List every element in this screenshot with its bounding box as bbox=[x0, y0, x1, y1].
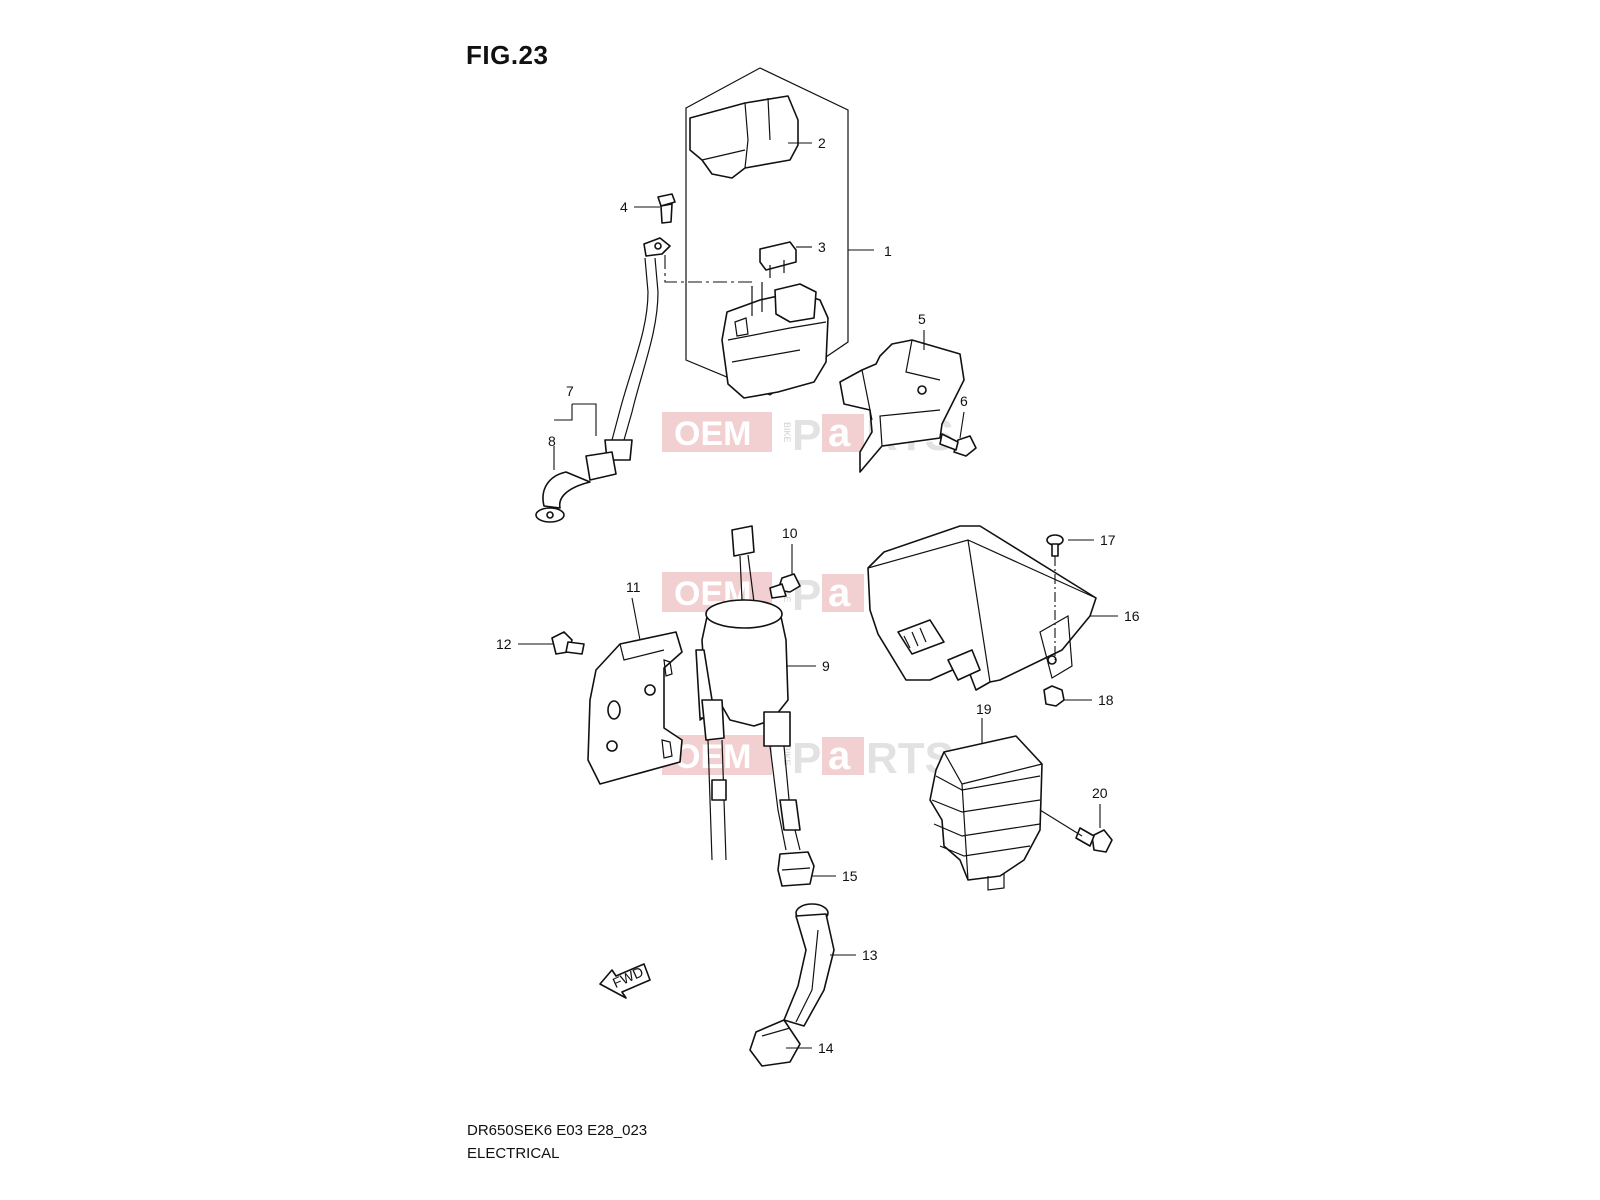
callout-16: 16 bbox=[1124, 608, 1140, 624]
watermark-oem: OEM bbox=[674, 415, 751, 453]
relay-cover bbox=[689, 95, 799, 179]
callout-4: 4 bbox=[620, 199, 628, 215]
boot-cap bbox=[749, 1019, 801, 1067]
bolt-10 bbox=[769, 573, 801, 599]
nut-18 bbox=[1043, 685, 1065, 707]
callout-5: 5 bbox=[918, 311, 926, 327]
fuse bbox=[759, 241, 797, 278]
watermark-bike: BIKE bbox=[782, 745, 792, 766]
watermark-p: P bbox=[792, 411, 821, 460]
callout-6: 6 bbox=[960, 393, 968, 409]
watermark-a: a bbox=[828, 571, 851, 615]
relay-bracket bbox=[839, 339, 965, 473]
watermark-p: P bbox=[792, 734, 821, 783]
callout-2: 2 bbox=[818, 135, 826, 151]
callout-8: 8 bbox=[548, 433, 556, 449]
callout-15: 15 bbox=[842, 868, 858, 884]
coil-bracket bbox=[587, 631, 683, 785]
callout-11: 11 bbox=[626, 579, 641, 595]
watermark-a: a bbox=[828, 734, 851, 778]
callout-7: 7 bbox=[566, 383, 574, 399]
callout-17: 17 bbox=[1100, 532, 1116, 548]
spark-plug-boot bbox=[783, 903, 835, 1027]
fwd-arrow-icon: FWD bbox=[599, 963, 651, 999]
cdi-unit bbox=[867, 525, 1097, 691]
callout-3: 3 bbox=[818, 239, 826, 255]
callout-1: 1 bbox=[884, 243, 892, 259]
cable-to-relay-line bbox=[664, 255, 753, 292]
watermark-oem: OEM bbox=[674, 738, 751, 776]
ignition-coil bbox=[695, 525, 801, 861]
callout-labels: 1 2 3 4 5 6 7 8 9 10 11 12 13 14 15 16 1… bbox=[496, 135, 1140, 1056]
leader-lines bbox=[518, 142, 1118, 1049]
regulator-rectifier bbox=[929, 735, 1043, 891]
bolt-4 bbox=[657, 193, 676, 224]
relay-assembly-outline bbox=[685, 67, 849, 396]
callout-10: 10 bbox=[782, 525, 798, 541]
callout-13: 13 bbox=[862, 947, 878, 963]
starter-relay bbox=[721, 282, 829, 399]
plug-cap bbox=[777, 851, 815, 887]
callout-18: 18 bbox=[1098, 692, 1114, 708]
figure-title: FIG.23 bbox=[466, 40, 549, 70]
watermark-bottom: OEM BIKE P a RTS bbox=[662, 734, 954, 783]
bolt-20 bbox=[1075, 827, 1113, 853]
battery-cable bbox=[535, 237, 671, 523]
watermark-bike: BIKE bbox=[782, 422, 792, 443]
figure-code: DR650SEK6 E03 E28_023 bbox=[467, 1122, 648, 1139]
callout-20: 20 bbox=[1092, 785, 1108, 801]
callout-9: 9 bbox=[822, 658, 830, 674]
callout-12: 12 bbox=[496, 636, 512, 652]
bolt-6 bbox=[939, 433, 977, 457]
figure-name: ELECTRICAL bbox=[467, 1145, 560, 1162]
screw-17 bbox=[1046, 534, 1064, 557]
bolt-12 bbox=[551, 631, 585, 655]
watermark-a: a bbox=[828, 411, 851, 455]
callout-14: 14 bbox=[818, 1040, 834, 1056]
callout-19: 19 bbox=[976, 701, 992, 717]
